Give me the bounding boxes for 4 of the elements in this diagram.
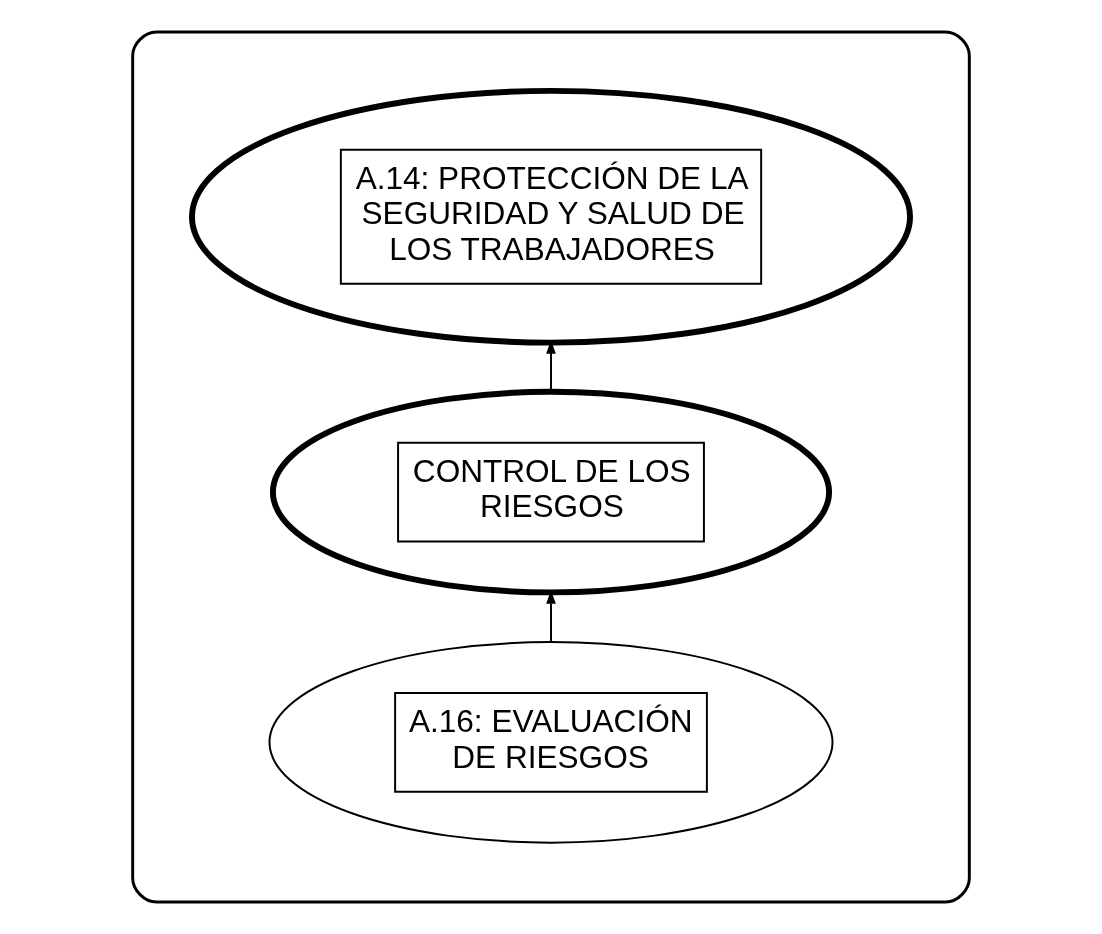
cluster	[131, 30, 971, 904]
node-ellipse: CONTROL DE LOS RIESGOS	[269, 388, 833, 596]
node-ellipse: A.16: EVALUACIÓN DE RIESGOS	[268, 641, 834, 844]
node-ellipse: A.14: PROTECCIÓN DE LA SEGURIDAD Y SALUD DE LOS TRABAJADORES	[189, 87, 913, 346]
